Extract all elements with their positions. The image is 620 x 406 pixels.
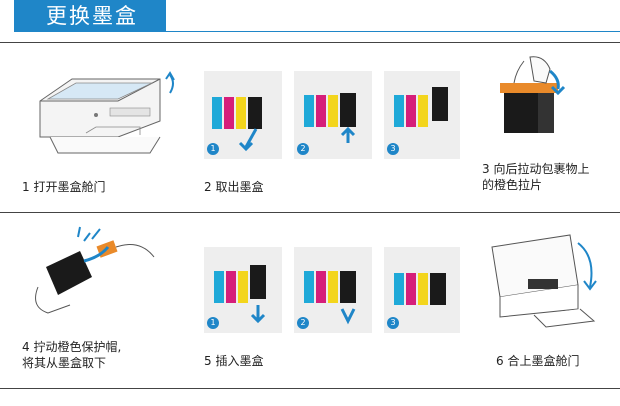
sub-step-badge-1: 1 bbox=[207, 143, 219, 155]
step-5-caption: 5 插入墨盒 bbox=[204, 354, 264, 368]
header-underline bbox=[166, 31, 620, 32]
step-3-caption-line2: 的橙色拉片 bbox=[482, 178, 543, 192]
step-2-caption: 2 取出墨盒 bbox=[204, 180, 264, 194]
sub-step-badge-3: 3 bbox=[387, 143, 399, 155]
pull-tab-illustration bbox=[500, 56, 566, 133]
insert-sub-step-badge-1: 1 bbox=[207, 317, 219, 329]
insert-cartridge-frame-3 bbox=[384, 247, 460, 333]
close-door-illustration bbox=[491, 234, 597, 328]
printer-open-illustration bbox=[39, 71, 175, 154]
insert-sub-step-badge-2: 2 bbox=[297, 317, 309, 329]
section-header: 更换墨盒 bbox=[0, 0, 620, 32]
step-4: 4 拧动橙色保护帽, 将其从墨盒取下 bbox=[0, 213, 200, 388]
remove-cartridge-frame-2 bbox=[294, 71, 372, 159]
step-4-caption-line1: 4 拧动橙色保护帽, bbox=[22, 340, 122, 354]
row-divider-bottom bbox=[0, 388, 620, 389]
step-4-caption-line2: 将其从墨盒取下 bbox=[22, 356, 107, 370]
insert-cartridge-frame-2 bbox=[294, 247, 372, 333]
step-6-caption: 6 合上墨盒舱门 bbox=[496, 354, 580, 368]
page-title: 更换墨盒 bbox=[24, 0, 166, 32]
step-2: 1 2 3 2 取出墨盒 bbox=[200, 43, 460, 211]
sub-step-badge-2: 2 bbox=[297, 143, 309, 155]
step-3-caption-line1: 3 向后拉动包裹物上 bbox=[482, 162, 590, 176]
insert-sub-step-badge-3: 3 bbox=[387, 317, 399, 329]
step-1: 1 打开墨盒舱门 bbox=[0, 43, 200, 211]
row-divider-top bbox=[0, 42, 620, 43]
step-3: 3 向后拉动包裹物上 的橙色拉片 bbox=[460, 43, 620, 211]
header-accent-tab bbox=[14, 0, 24, 32]
row-divider-middle bbox=[0, 212, 620, 213]
step-1-caption: 1 打开墨盒舱门 bbox=[22, 180, 106, 194]
step-5: 1 2 3 5 插入墨盒 bbox=[200, 213, 460, 388]
step-6: 6 合上墨盒舱门 bbox=[460, 213, 620, 388]
twist-cap-illustration bbox=[35, 226, 155, 314]
remove-cartridge-frame-1 bbox=[204, 71, 282, 159]
